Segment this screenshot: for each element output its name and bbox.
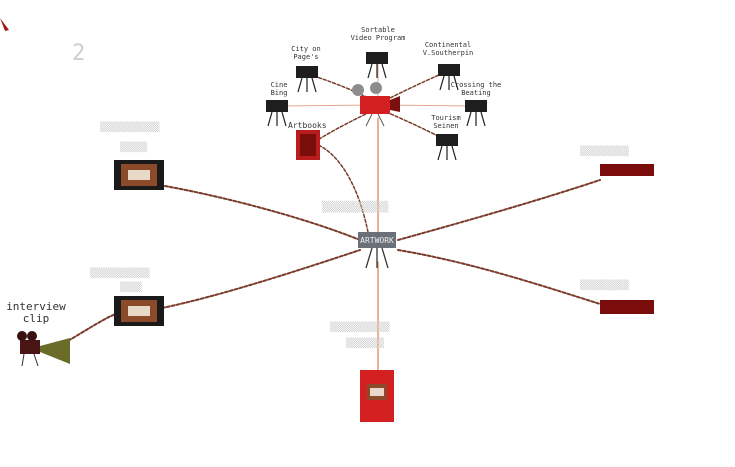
artbooks-device	[296, 130, 320, 160]
label-artbooks: Artbooks	[288, 121, 327, 130]
label-faint-ll2: ▒▒▒▒	[120, 281, 142, 293]
label-faint-hub: ▒▒▒▒▒▒▒▒▒▒▒	[322, 200, 389, 213]
corner-mark: 2	[72, 41, 85, 66]
film-camera-icon	[438, 64, 460, 91]
label-faint-bottom: ▒▒▒▒▒▒▒▒▒▒▒	[330, 321, 390, 333]
film-strip-icon	[114, 160, 164, 190]
film-camera-icon	[436, 134, 458, 161]
svg-text:▒▒▒▒▒▒▒▒▒: ▒▒▒▒▒▒▒▒▒	[580, 279, 629, 291]
svg-text:▒▒▒▒▒▒▒▒▒: ▒▒▒▒▒▒▒▒▒	[580, 145, 629, 157]
film-camera-icon	[266, 100, 288, 127]
label-faint-ul2: ▒▒▒▒▒	[120, 141, 148, 153]
film-camera-icon	[366, 52, 388, 79]
red-arrow-icon	[0, 18, 9, 31]
projector-icon	[352, 82, 400, 127]
film-camera-icon	[17, 331, 70, 367]
red-book-device	[360, 370, 394, 422]
label-faint-ul: ▒▒▒▒▒▒▒▒▒▒▒	[100, 121, 160, 133]
film-camera-icon	[296, 66, 318, 93]
svg-text:ARTWORK: ARTWORK	[360, 236, 394, 245]
label-faint-ll: ▒▒▒▒▒▒▒▒▒▒▒	[90, 267, 150, 279]
target-lower-right: ▒▒▒▒▒▒▒▒▒	[580, 279, 654, 314]
film-strip-icon	[114, 296, 164, 326]
target-upper-right: ▒▒▒▒▒▒▒▒▒	[580, 145, 654, 176]
label-faint-bottom2: ▒▒▒▒▒▒▒	[346, 337, 385, 349]
film-camera-icon	[465, 100, 487, 127]
tripod-hub-icon: ARTWORK	[358, 232, 396, 269]
